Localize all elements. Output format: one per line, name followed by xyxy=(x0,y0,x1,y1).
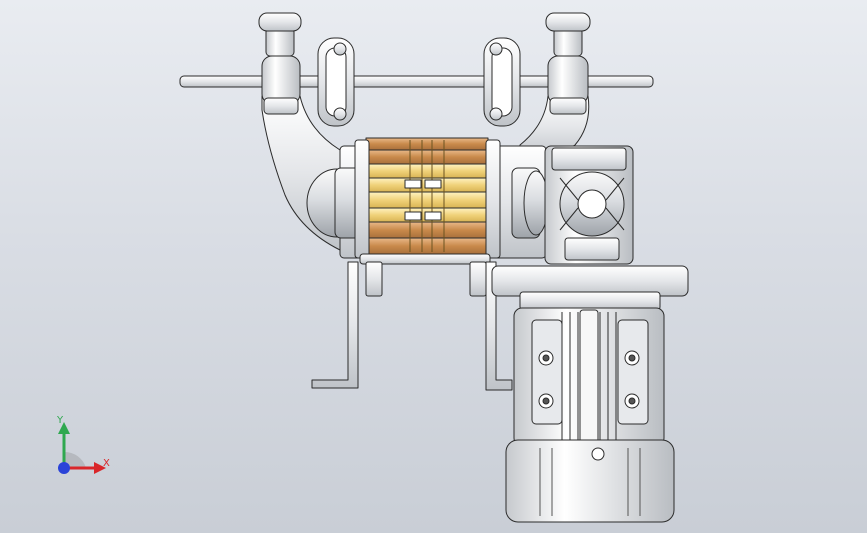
z-axis-dot xyxy=(58,462,70,474)
gearbox xyxy=(544,145,634,265)
x-axis-label: X xyxy=(103,458,110,469)
roller-stack xyxy=(365,137,489,255)
x-axis-arrow xyxy=(94,462,106,474)
left-clamp-knob xyxy=(258,12,302,115)
motor-body xyxy=(513,307,665,447)
center-foot xyxy=(485,261,513,391)
left-guide-wheel xyxy=(317,37,355,127)
roller-frame-left xyxy=(354,139,370,259)
right-clamp-knob xyxy=(545,12,591,115)
axis-triad xyxy=(58,422,106,474)
right-guide-wheel xyxy=(483,37,521,127)
roller-frame-right xyxy=(485,139,501,259)
tie-bar xyxy=(359,253,491,265)
motor-flange xyxy=(491,265,689,311)
left-foot xyxy=(311,261,359,389)
right-hub xyxy=(523,170,549,236)
motor-fan-cover xyxy=(505,439,675,523)
y-axis-label: Y xyxy=(57,415,64,426)
y-axis-arrow xyxy=(58,422,70,434)
